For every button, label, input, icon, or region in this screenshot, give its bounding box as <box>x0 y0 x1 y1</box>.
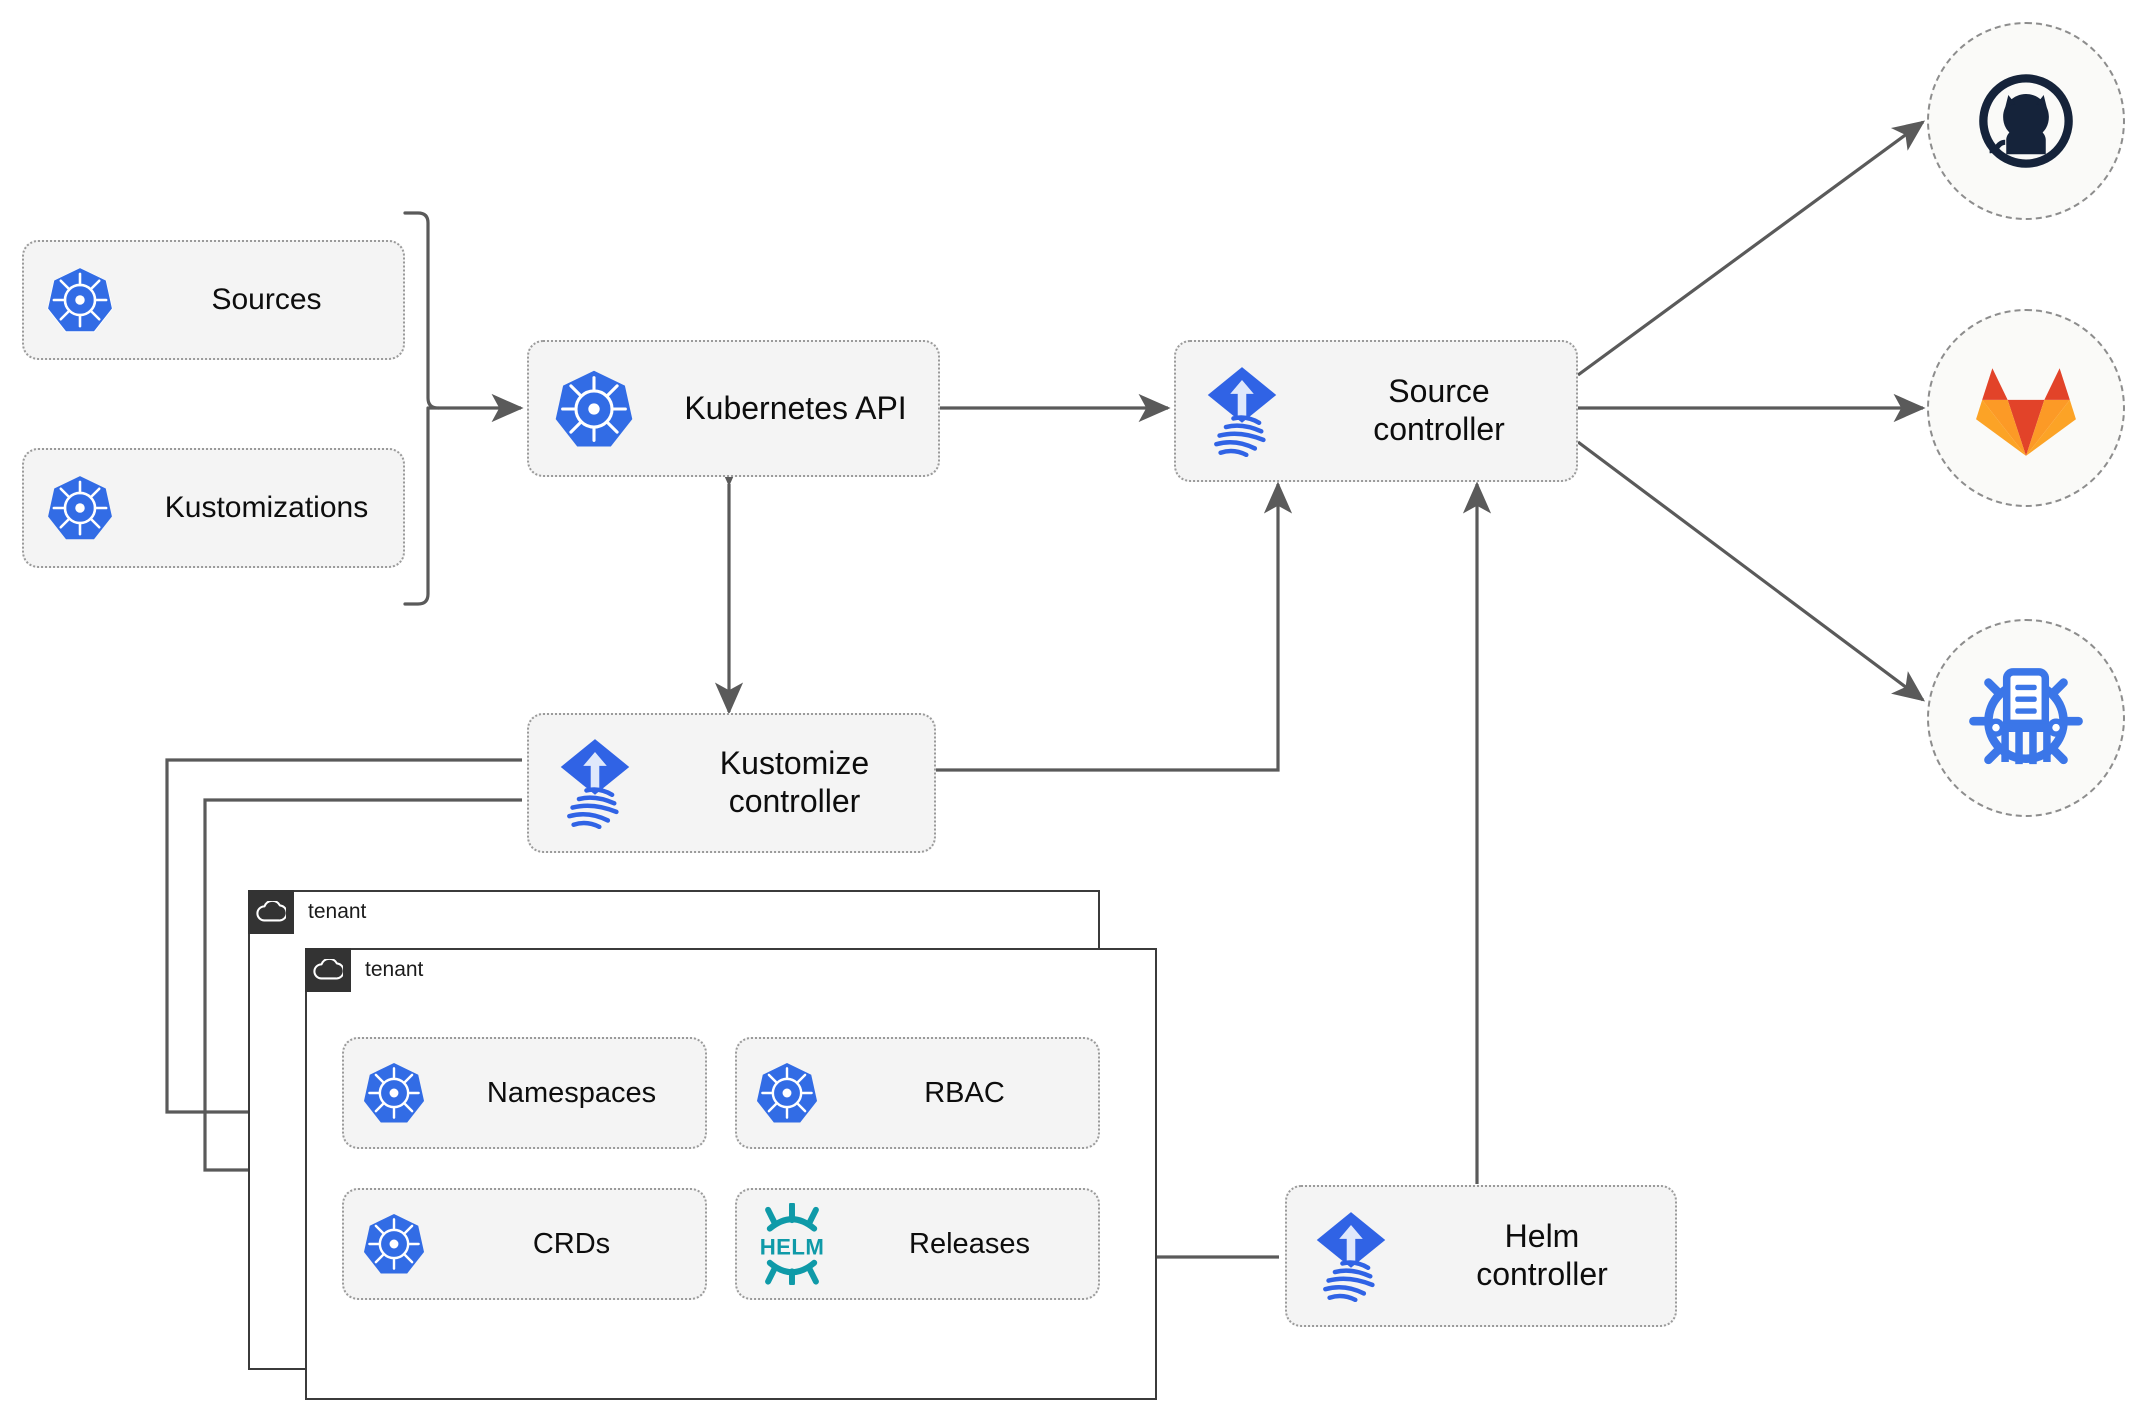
node-namespaces[interactable]: Namespaces <box>342 1037 707 1149</box>
flux-icon <box>1176 365 1308 457</box>
github-icon <box>1979 74 2073 168</box>
flux-icon <box>529 737 661 829</box>
kubernetes-icon <box>24 265 136 335</box>
node-label: RBAC <box>924 1076 1005 1109</box>
provider-helm-repository[interactable] <box>1927 619 2125 817</box>
kubernetes-icon <box>24 473 136 543</box>
svg-text:HELM: HELM <box>760 1234 825 1259</box>
tenant-label: tenant <box>308 900 367 923</box>
node-kustomizations[interactable]: Kustomizations <box>22 448 405 568</box>
node-kustomize-controller[interactable]: Kustomize controller <box>527 713 936 853</box>
kubernetes-icon <box>737 1060 837 1126</box>
node-rbac[interactable]: RBAC <box>735 1037 1100 1149</box>
cloud-icon <box>313 959 343 980</box>
helm-repository-icon <box>1969 668 2083 765</box>
node-label: Helm controller <box>1476 1218 1608 1292</box>
provider-github[interactable] <box>1927 22 2125 220</box>
node-label: Kustomize controller <box>719 745 870 819</box>
node-label: Sources <box>211 283 322 317</box>
cloud-icon <box>256 901 286 922</box>
node-source-controller[interactable]: Source controller <box>1174 340 1578 482</box>
tenant-tab <box>305 948 351 992</box>
gitlab-icon <box>1976 368 2076 456</box>
tenant-tab <box>248 890 294 934</box>
node-label: Kubernetes API <box>684 389 907 426</box>
node-kubernetes-api[interactable]: Kubernetes API <box>527 340 940 477</box>
kubernetes-icon <box>529 367 659 451</box>
tenant-inner[interactable]: tenant <box>305 948 1157 1400</box>
node-label: CRDs <box>532 1227 611 1260</box>
helm-icon: HELM <box>737 1203 847 1285</box>
provider-gitlab[interactable] <box>1927 309 2125 507</box>
node-sources[interactable]: Sources <box>22 240 405 360</box>
tenant-label: tenant <box>365 958 424 981</box>
node-releases[interactable]: HELM Releases <box>735 1188 1100 1300</box>
node-helm-controller[interactable]: Helm controller <box>1285 1185 1677 1327</box>
kubernetes-icon <box>344 1211 444 1277</box>
node-crds[interactable]: CRDs <box>342 1188 707 1300</box>
node-label: Source controller <box>1373 373 1505 447</box>
kubernetes-icon <box>344 1060 444 1126</box>
node-label: Namespaces <box>486 1076 657 1109</box>
node-label: Kustomizations <box>164 491 369 525</box>
node-label: Releases <box>909 1227 1030 1260</box>
flux-icon <box>1287 1210 1415 1302</box>
